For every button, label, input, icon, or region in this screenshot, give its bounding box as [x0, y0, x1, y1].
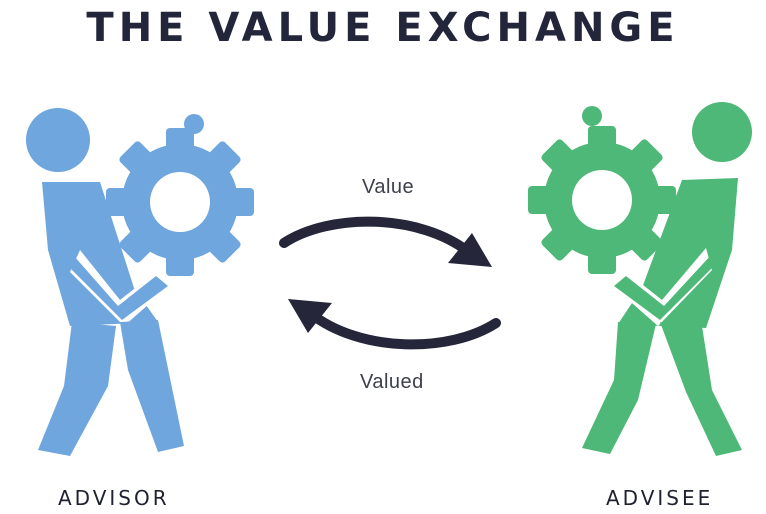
value-label: Value [362, 176, 415, 198]
exchange-arrows-icon [279, 216, 501, 350]
advisor-figure [8, 100, 268, 470]
valued-label: Valued [360, 371, 424, 393]
advisee-figure [510, 100, 766, 470]
valued-arrowhead [288, 299, 332, 333]
page-title: THE VALUE EXCHANGE [86, 5, 680, 51]
advisor-label: ADVISOR [58, 486, 170, 510]
value-arrow [279, 216, 475, 258]
person-carrying-gear-icon [26, 108, 254, 456]
advisee-label: ADVISEE [606, 486, 714, 510]
exchange-arrows [270, 205, 510, 360]
value-arrowhead [448, 233, 492, 267]
person-carrying-gear-icon [528, 102, 752, 456]
valued-arrow [305, 308, 501, 350]
